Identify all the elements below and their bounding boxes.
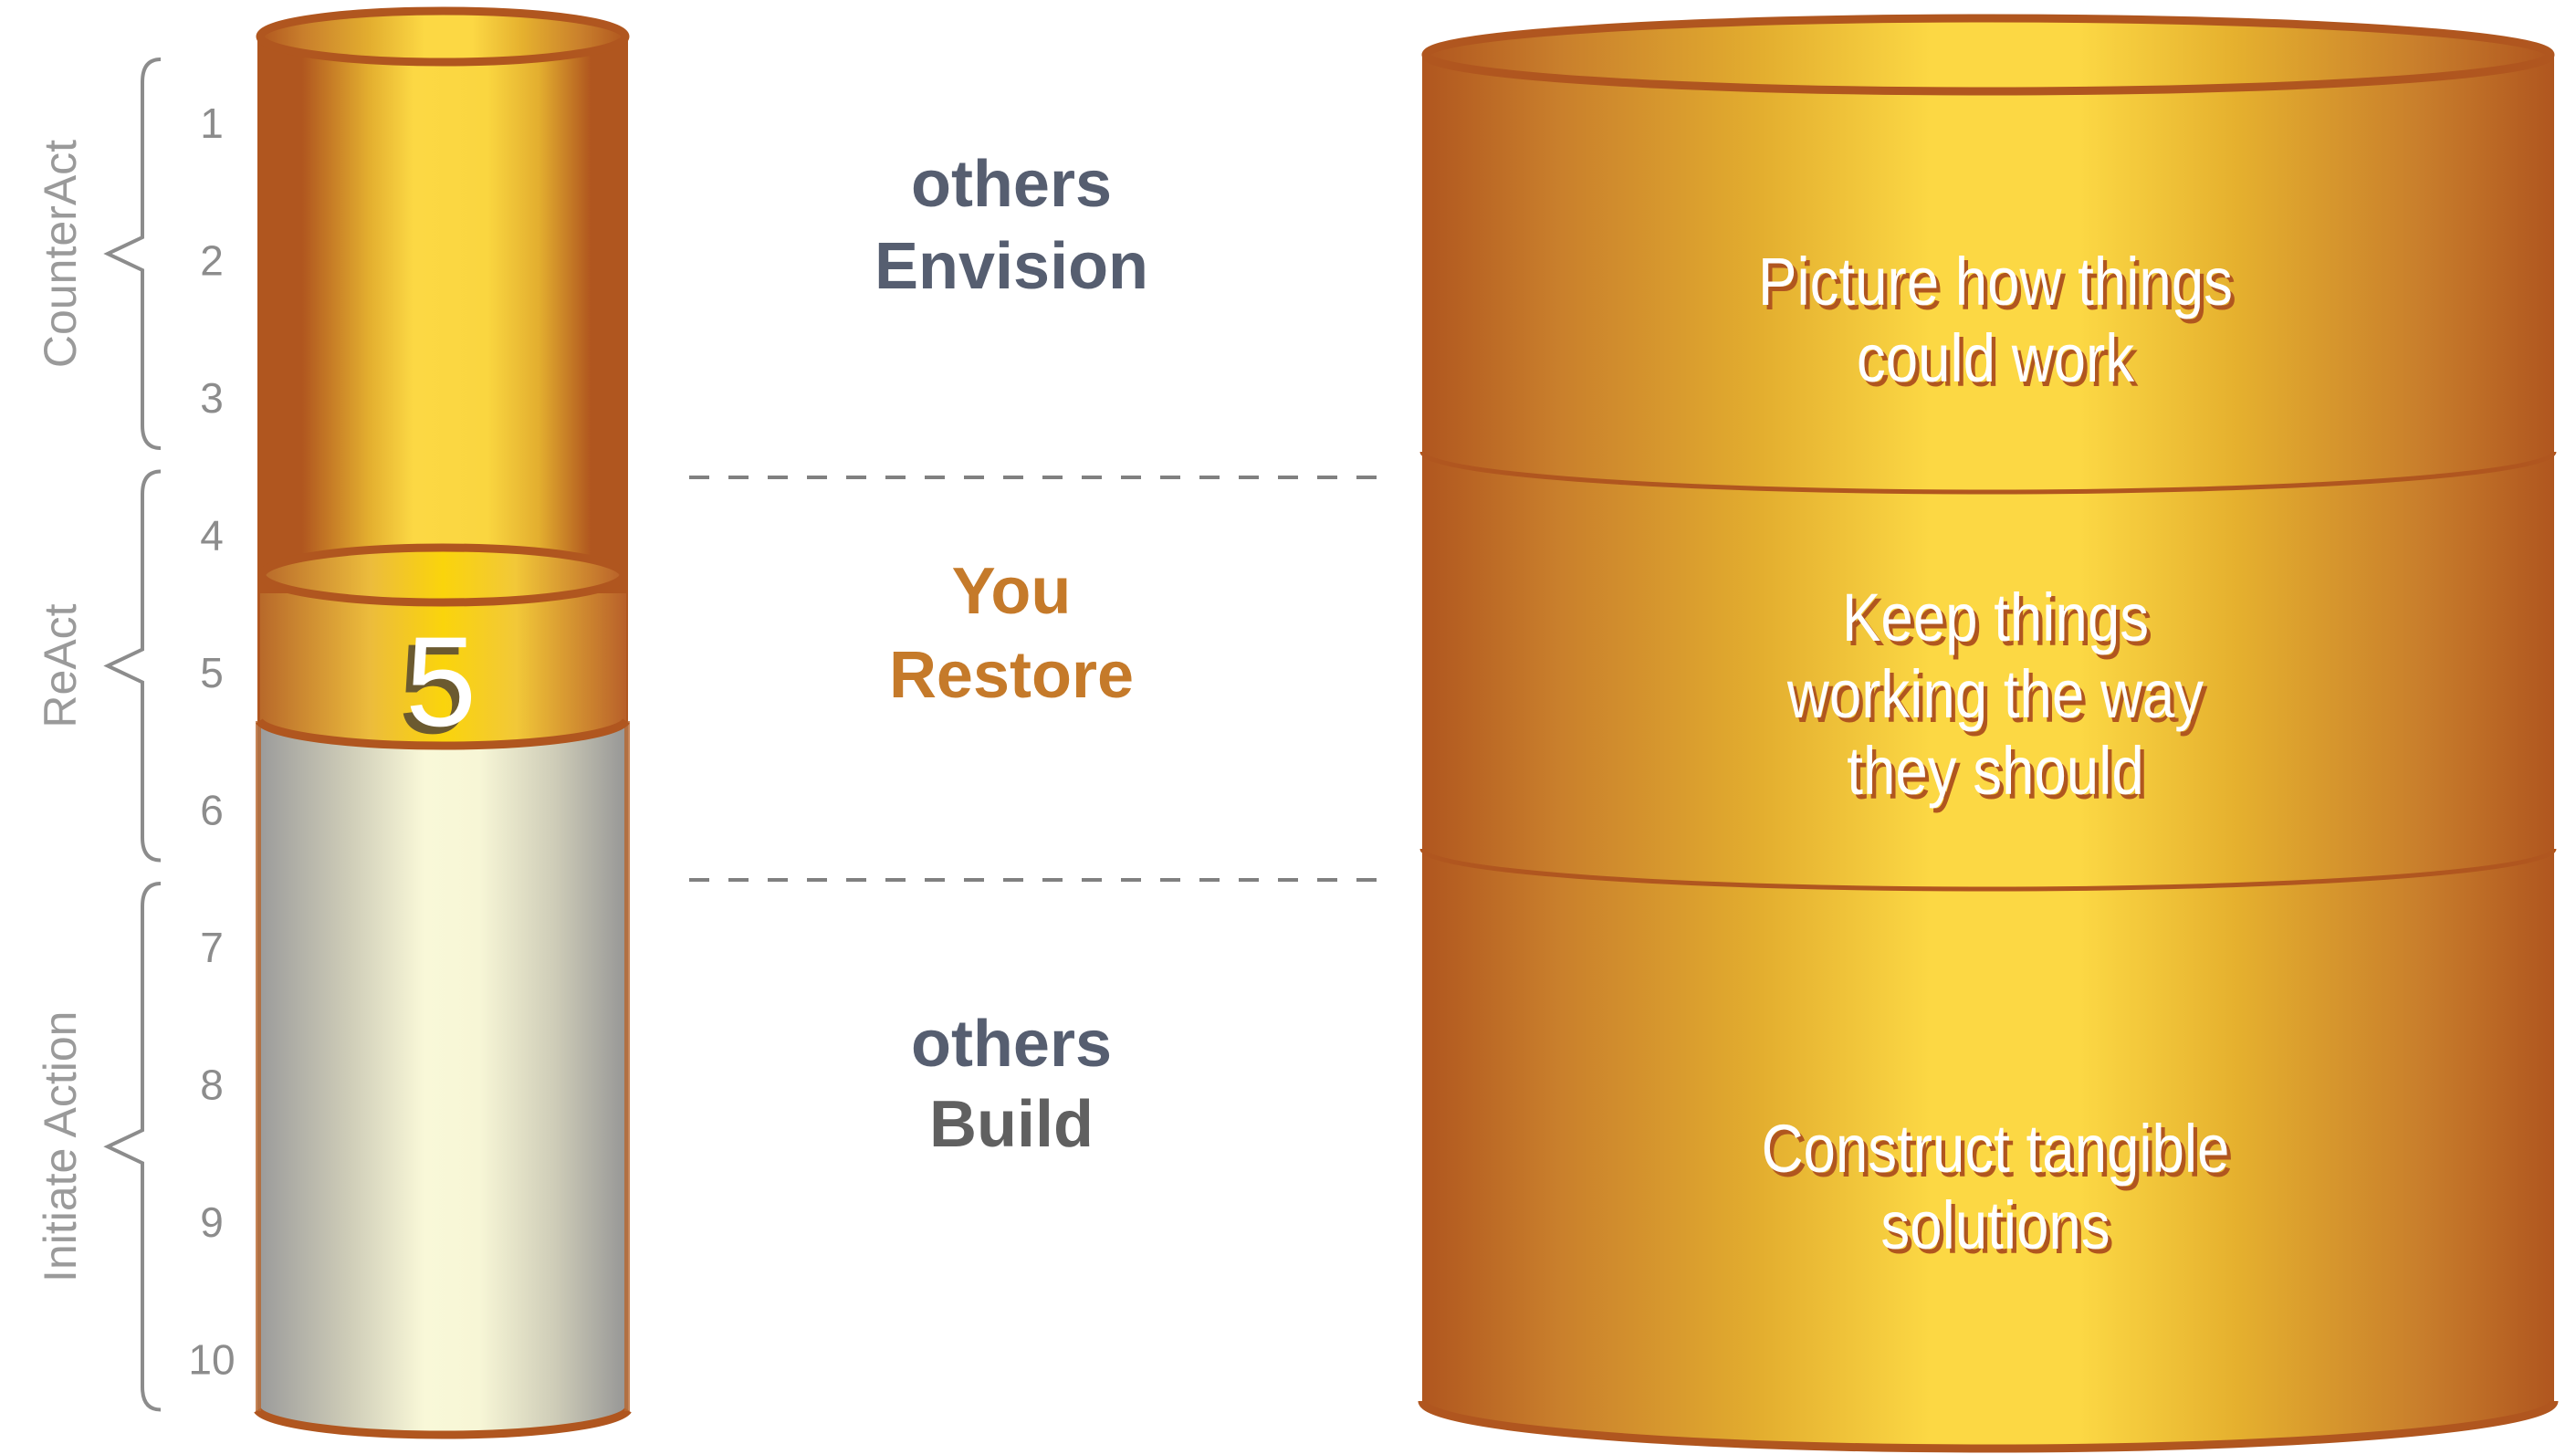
group-brackets <box>103 58 162 1412</box>
description-line: could work <box>1857 321 2135 397</box>
role-verb: Restore <box>889 639 1134 712</box>
role-who: others <box>911 148 1112 221</box>
role-verb: Envision <box>874 230 1148 303</box>
scale-number: 6 <box>200 787 224 834</box>
description-shadow: Construct tangible <box>1765 1116 2234 1192</box>
scale-number: 7 <box>200 924 224 971</box>
description-shadow: could work <box>1860 326 2139 402</box>
description-shadow: working the way <box>1790 662 2208 737</box>
selected-value: 5 <box>405 610 476 753</box>
description-line: solutions <box>1880 1188 2110 1264</box>
gray-body <box>257 721 628 1436</box>
group-label: CounterAct <box>35 140 86 368</box>
cylinder-top-rim <box>256 6 630 67</box>
description-line: Keep things <box>1842 581 2149 656</box>
bracket-initiate-action <box>103 882 162 1412</box>
selected-value-shadow: 5 <box>398 617 469 760</box>
big-top-rim <box>1421 14 2555 96</box>
scale-number: 5 <box>200 649 224 696</box>
description-shadow: Keep things <box>1846 585 2152 661</box>
scale-numbers: 1 2 3 4 5 6 7 8 9 10 <box>188 99 235 1384</box>
group-label: ReAct <box>35 603 86 727</box>
role-verb: Build <box>929 1088 1094 1161</box>
bracket-react <box>103 469 162 863</box>
description-shadow: Picture how things <box>1762 249 2236 325</box>
description-shadow: solutions <box>1885 1193 2114 1269</box>
role-who: others <box>911 1008 1112 1081</box>
bracket-counteract <box>103 58 162 450</box>
scale-number: 4 <box>200 512 224 560</box>
description-line: Picture how things <box>1758 245 2233 320</box>
selected-band <box>260 593 626 746</box>
role-who: You <box>952 555 1072 628</box>
gray-right-edge <box>624 721 630 1411</box>
gray-bottom-rim <box>254 1407 632 1439</box>
scale-number: 1 <box>200 99 224 147</box>
scale-number: 9 <box>200 1198 224 1246</box>
description-shadow: they should <box>1851 738 2148 814</box>
scale-number: 2 <box>200 237 224 285</box>
description-cylinder <box>1418 14 2559 1453</box>
scale-cylinder: 5 5 <box>254 6 632 1439</box>
group-label: Initiate Action <box>35 1011 86 1282</box>
description-line: they should <box>1847 734 2143 810</box>
big-bottom-rim <box>1418 1400 2559 1453</box>
description-line: Construct tangible <box>1762 1112 2230 1187</box>
big-body <box>1422 55 2554 1449</box>
big-section-line-2 <box>1419 848 2557 892</box>
scale-number: 3 <box>200 374 224 422</box>
scale-number: 10 <box>188 1336 235 1384</box>
gray-left-edge <box>256 721 261 1411</box>
selected-band-top-rim <box>257 543 628 607</box>
big-section-line-1 <box>1419 451 2557 495</box>
scale-number: 8 <box>200 1062 224 1109</box>
selected-band-bottom-rim <box>256 718 630 750</box>
description-line: working the way <box>1786 657 2204 733</box>
